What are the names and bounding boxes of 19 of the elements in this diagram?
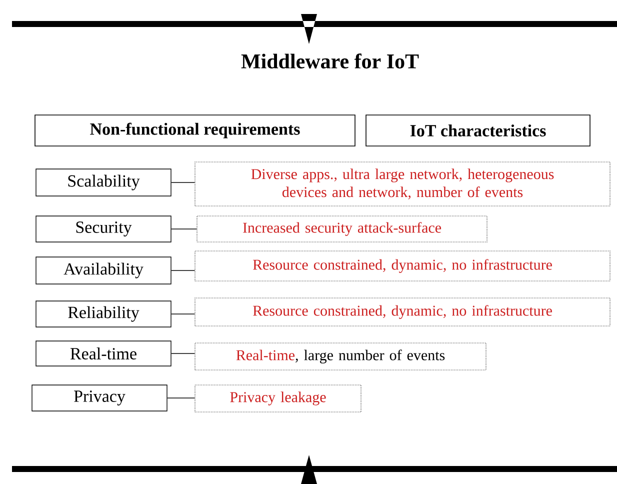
connector-line	[171, 270, 196, 271]
connector-line	[171, 228, 198, 230]
characteristic-box: Diverse apps., ultra large network, heterogeneous devices and network, number of events	[194, 162, 610, 206]
title: Middleware for IoT	[241, 54, 419, 68]
characteristic-box: Resource constrained, dynamic, no infrastructure	[194, 298, 610, 326]
characteristic-box: Increased security attack-surface	[196, 216, 488, 242]
requirement-box: Privacy	[32, 384, 168, 412]
connector-line	[171, 182, 196, 183]
characteristic-box: Privacy leakage	[194, 384, 362, 412]
requirement-box: Scalability	[36, 168, 172, 196]
requirement-box: Availability	[36, 256, 172, 284]
connector-line	[171, 353, 196, 354]
column-header-box: IoT characteristics	[366, 114, 590, 146]
requirement-box: Security	[36, 216, 172, 242]
characteristic-box: Resource constrained, dynamic, no infrastructure	[194, 250, 610, 282]
characteristic-box: Real-time, large number of events	[194, 342, 486, 370]
requirement-box: Reliability	[36, 300, 172, 328]
column-header-box: Non-functional requirements	[34, 114, 356, 146]
requirement-box: Real-time	[36, 340, 172, 366]
